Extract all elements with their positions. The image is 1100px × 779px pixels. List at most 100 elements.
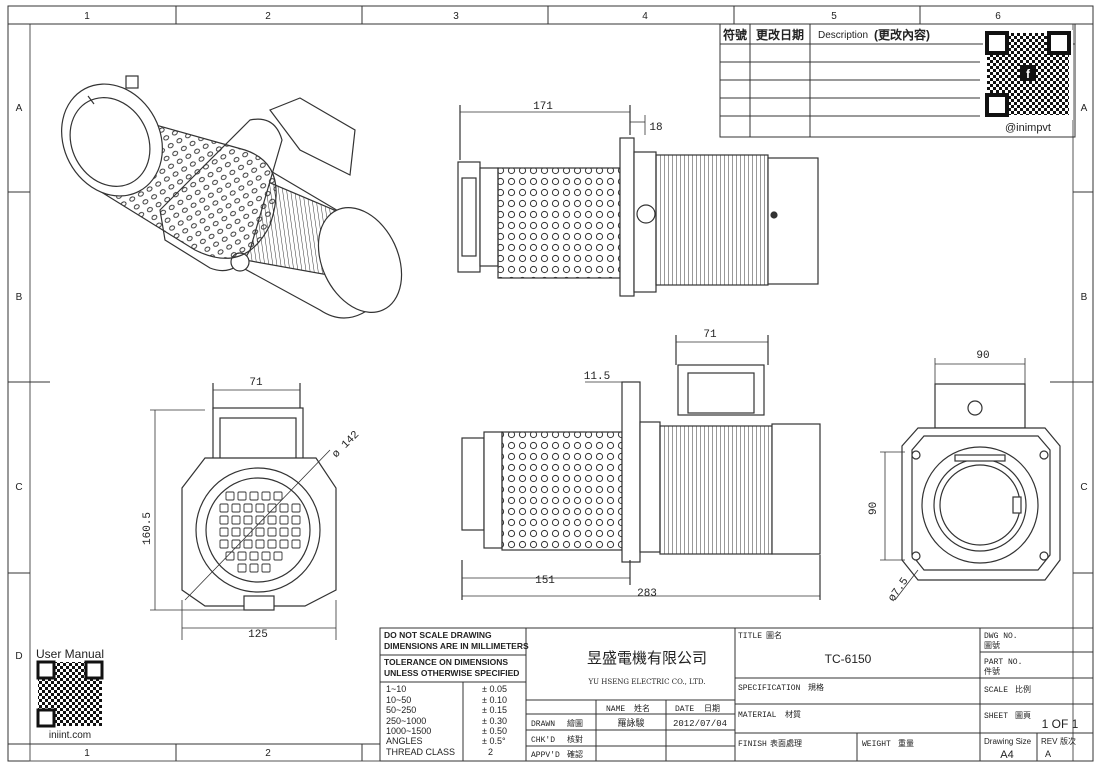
spec-label-cn: 規格 — [808, 682, 824, 692]
rev-col-symbol: 符號 — [723, 27, 747, 42]
weight-label: WEIGHT — [862, 740, 891, 749]
sheet-label-cn: 圖頁 — [1015, 711, 1031, 720]
signoff-drawn-cn: 繪圖 — [567, 718, 583, 728]
col-label-3: 3 — [453, 11, 459, 22]
column-ticks — [8, 6, 1093, 761]
tol-range: 50~250 — [386, 705, 416, 715]
title-label-cn: 圖名 — [766, 630, 782, 640]
rev-col-description: Description — [818, 30, 868, 41]
tol-value: ± 0.5° — [482, 736, 506, 746]
side-view-mid — [461, 335, 821, 600]
row-label-b-right: B — [1081, 292, 1088, 303]
company-name-en: YU HSENG ELECTRIC CO., LTD. — [588, 678, 706, 686]
row-label-c: C — [15, 482, 22, 493]
dwg-label: DWG NO. — [984, 632, 1018, 641]
signoff-checked-cn: 核對 — [567, 734, 583, 744]
dim-18: 18 — [649, 122, 662, 134]
drawing-size-value: A4 — [1000, 749, 1013, 761]
tol-range: ANGLES — [386, 736, 423, 746]
tol-line1: DO NOT SCALE DRAWING — [384, 630, 492, 640]
tol-line3: TOLERANCE ON DIMENSIONS — [384, 657, 508, 667]
dim-front-142: ø 142 — [330, 429, 362, 461]
title-block-lines — [379, 627, 1094, 762]
facebook-icon — [1020, 65, 1036, 81]
user-manual-title: User Manual — [36, 647, 104, 661]
dwg-label-cn: 圖號 — [984, 640, 1000, 650]
material-label: MATERIAL — [738, 711, 777, 720]
rev-col-date: 更改日期 — [756, 27, 804, 42]
signoff-drawn: DRAWN — [531, 720, 555, 729]
front-view — [150, 383, 337, 640]
part-label-cn: 件號 — [984, 666, 1000, 676]
tol-range: THREAD CLASS — [386, 747, 455, 757]
row-label-a-right: A — [1081, 103, 1088, 114]
rev-label-cn: 版次 — [1060, 736, 1076, 746]
dim-171: 171 — [533, 101, 553, 113]
dim-end-90-height: 90 — [868, 502, 880, 515]
qr-top-caption: @inimpvt — [1005, 122, 1051, 134]
row-label-b: B — [16, 292, 23, 303]
side-view-top — [457, 105, 819, 297]
scale-label-cn: 比例 — [1015, 684, 1031, 694]
scale-label: SCALE — [984, 686, 1008, 695]
dim-end-7-5: ø7.5 — [886, 576, 911, 605]
tol-line4: UNLESS OTHERWISE SPECIFIED — [384, 668, 519, 678]
row-label-c-right: C — [1080, 482, 1087, 493]
rev-value: A — [1045, 749, 1051, 759]
signoff-date-header: DATE — [675, 705, 694, 714]
dim-mid-71: 71 — [703, 329, 717, 341]
rev-label: REV — [1041, 737, 1058, 746]
company-name-cn: 昱盛電機有限公司 — [587, 649, 707, 667]
dim-front-125: 125 — [248, 629, 268, 641]
title-label: TITLE — [738, 632, 762, 641]
col-label-1: 1 — [84, 11, 90, 22]
dim-end-90-width: 90 — [976, 350, 989, 362]
col-label-5: 5 — [831, 11, 837, 22]
svg-text:f: f — [1026, 67, 1031, 81]
tol-value: ± 0.15 — [482, 705, 507, 715]
tol-range: 10~50 — [386, 695, 411, 705]
row-label-d: D — [15, 651, 22, 662]
dim-283: 283 — [637, 588, 657, 600]
title-value: TC-6150 — [825, 652, 872, 666]
col-label-6: 6 — [995, 11, 1001, 22]
signoff-name-header: NAME — [606, 705, 625, 714]
col-label-2: 2 — [265, 11, 271, 22]
tol-value: ± 0.30 — [482, 716, 507, 726]
tol-line2: DIMENSIONS ARE IN MILLIMETERS — [384, 641, 529, 651]
rev-col-description-cn: (更改內容) — [874, 27, 930, 42]
signoff-name-header-cn: 姓名 — [634, 703, 650, 713]
sheet-value: 1 OF 1 — [1042, 717, 1079, 731]
part-label: PART NO. — [984, 658, 1022, 667]
tol-value: ± 0.10 — [482, 695, 507, 705]
finish-label: FINISH — [738, 740, 767, 749]
outer-frame — [7, 5, 1094, 762]
signoff-approved: APPV'D — [531, 751, 560, 760]
material-label-cn: 材質 — [785, 709, 801, 719]
tol-range: 1000~1500 — [386, 726, 431, 736]
col-label-4: 4 — [642, 11, 648, 22]
signoff-checked: CHK'D — [531, 736, 555, 745]
tol-value: ± 0.05 — [482, 684, 507, 694]
signoff-drawn-name: 羅詠駿 — [617, 717, 644, 729]
signoff-approved-cn: 確認 — [567, 749, 583, 759]
user-manual-url: iniint.com — [49, 730, 91, 741]
row-label-a: A — [16, 103, 23, 114]
dim-11-5: 11.5 — [584, 371, 610, 383]
signoff-drawn-date: 2012/07/04 — [673, 719, 727, 729]
end-view — [880, 358, 1061, 601]
tol-value: 2 — [488, 747, 493, 757]
dim-front-71: 71 — [249, 377, 263, 389]
drawing-size-label: Drawing Size — [984, 737, 1032, 746]
tol-range: 250~1000 — [386, 716, 426, 726]
tol-range: 1~10 — [386, 684, 406, 694]
revision-table — [719, 23, 1076, 138]
signoff-date-header-cn: 日期 — [704, 704, 720, 713]
spec-label: SPECIFICATION — [738, 684, 801, 693]
weight-label-cn: 重量 — [898, 738, 914, 748]
isometric-view — [61, 75, 403, 319]
tol-value: ± 0.50 — [482, 726, 507, 736]
col-label-bottom-1: 1 — [84, 748, 90, 759]
col-label-bottom-2: 2 — [265, 748, 271, 759]
